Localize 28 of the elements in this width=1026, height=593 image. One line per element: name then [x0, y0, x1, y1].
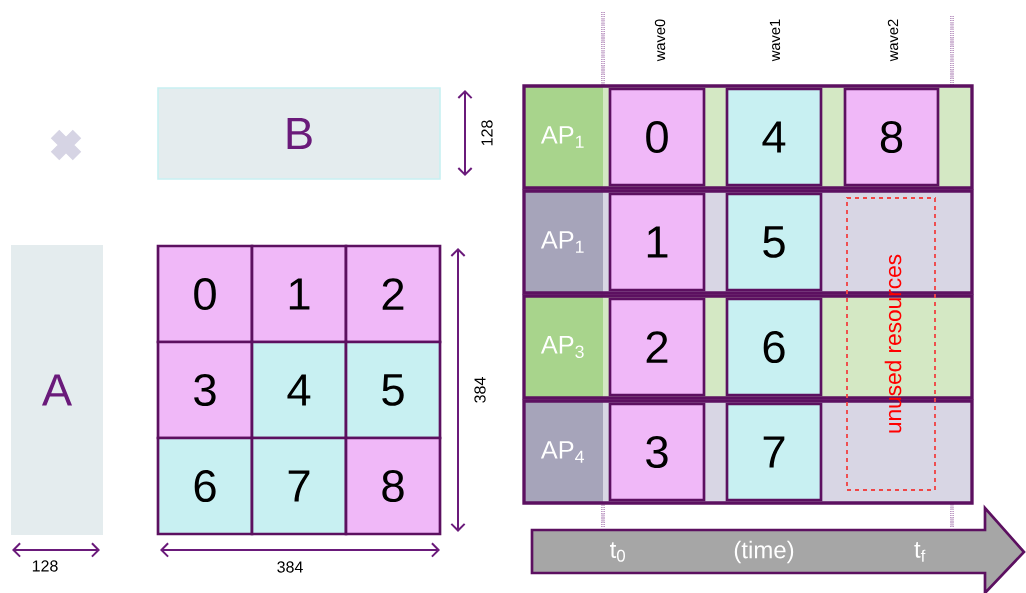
- block-cell: 0: [156, 244, 254, 344]
- block-cell: 7: [725, 402, 823, 502]
- block-cell: 2: [344, 244, 442, 344]
- column-label: wave1: [769, 19, 781, 62]
- block-cell: 6: [725, 297, 823, 397]
- block-cell: 1: [608, 192, 706, 292]
- column-label: wave2: [887, 19, 899, 62]
- dimension-label: 128: [32, 560, 58, 572]
- block-cell: 5: [344, 340, 442, 440]
- block-cell: 3: [156, 340, 254, 440]
- block-cell: 4: [250, 340, 348, 440]
- block-cell: 5: [725, 192, 823, 292]
- unused-region: unused resources: [846, 197, 936, 491]
- matrix-box: A: [11, 245, 103, 535]
- block-cell: 8: [344, 436, 442, 536]
- block-cell: 4: [725, 87, 823, 187]
- block-cell: 6: [156, 436, 254, 536]
- dimension-label: 384: [277, 561, 303, 573]
- block-cell: 8: [843, 87, 940, 187]
- block-cell: 1: [250, 244, 348, 344]
- block-cell: 0: [608, 87, 706, 187]
- matrix-box: B: [157, 87, 441, 180]
- dimension-label: 384: [474, 377, 486, 403]
- block-cell: 2: [608, 297, 706, 397]
- block-cell: 3: [608, 402, 706, 502]
- dimension-label: 128: [481, 120, 493, 146]
- block-cell: 7: [250, 436, 348, 536]
- column-label: wave0: [654, 19, 666, 62]
